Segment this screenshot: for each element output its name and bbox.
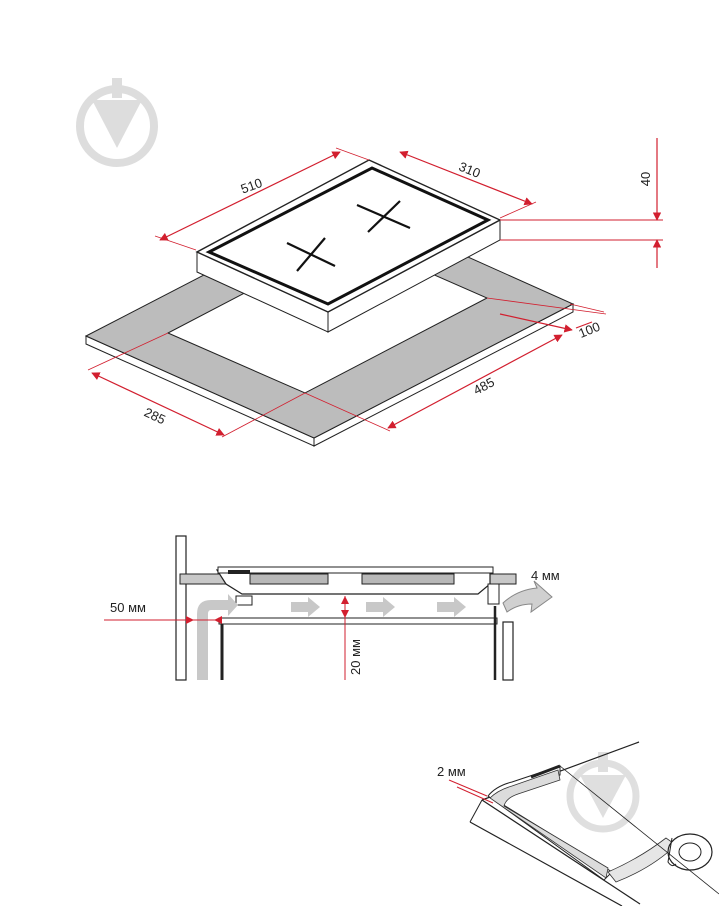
cooktop-length-dimension: 510 [154, 147, 370, 251]
air-gap-label: 20 мм [348, 639, 363, 675]
cooktop-height-label: 40 [638, 172, 653, 186]
cooktop-length-label: 510 [239, 175, 265, 197]
divider-shelf [218, 617, 498, 625]
seal-detail: 2 мм [437, 741, 719, 906]
exhaust-gap-label: 4 мм [531, 568, 560, 583]
cabinet-wall [175, 535, 187, 681]
cooktop-3d-view: 510 310 40 100 285 [76, 78, 663, 447]
wall-gap-dimension: 50 мм [104, 600, 222, 624]
burner-cross-icon [286, 200, 411, 272]
ventilation-section: 50 мм 20 мм 4 мм [104, 535, 560, 681]
cooktop-width-label: 310 [457, 159, 483, 181]
cutout-length-label: 485 [471, 374, 497, 397]
seal-tape-roll-icon [607, 833, 713, 883]
seal-strip [489, 769, 609, 879]
exhaust-arrow-icon [502, 580, 553, 614]
watermark-logo-icon [76, 78, 158, 167]
seal-thickness-dimension: 2 мм [437, 764, 494, 804]
watermark-logo-icon [566, 752, 640, 833]
air-gap-dimension: 20 мм [341, 596, 363, 680]
airflow-arrow-icon [197, 594, 466, 680]
cutout-depth-label: 285 [142, 405, 168, 428]
seal-thickness-label: 2 мм [437, 764, 466, 779]
edge-distance-label: 100 [576, 319, 602, 341]
cooktop-height-dimension: 40 [500, 138, 663, 268]
wall-gap-label: 50 мм [110, 600, 146, 615]
